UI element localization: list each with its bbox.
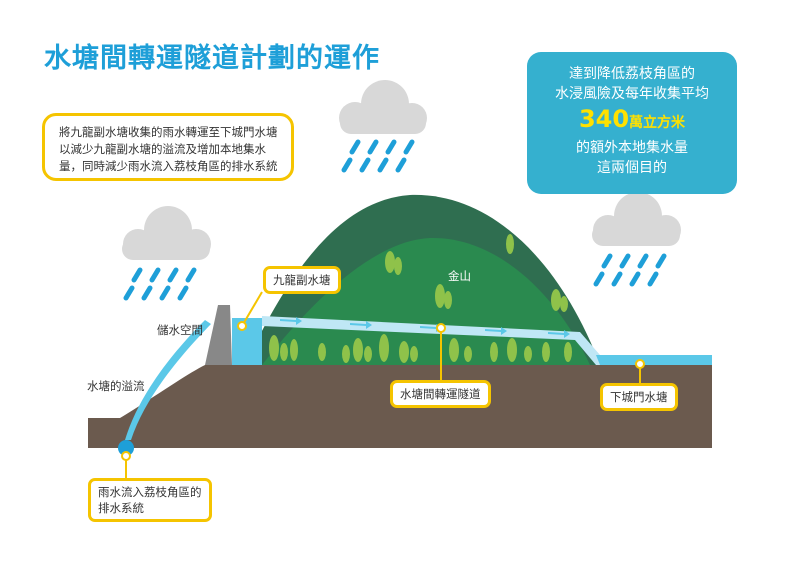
label-mountain: 金山 xyxy=(448,269,471,283)
amount-number: 340 xyxy=(578,105,630,133)
drainage-line: 排水系統 xyxy=(98,501,144,515)
label-drainage: 雨水流入荔枝角區的 排水系統 xyxy=(88,478,212,522)
goal-line: 水浸風險及每年收集平均 xyxy=(555,86,709,102)
label-overflow: 水塘的溢流 xyxy=(87,379,145,393)
tree-icons xyxy=(269,234,572,363)
cloud-icon xyxy=(592,192,681,246)
transfer-tunnel xyxy=(262,316,712,365)
rain-icon xyxy=(123,267,197,301)
dam xyxy=(205,305,232,365)
description-line: 以減少九龍副水塘的溢流及增加本地集水 xyxy=(59,142,266,156)
description-line: 量，同時減少雨水流入荔枝角區的排水系統 xyxy=(59,159,278,173)
drainage-line: 雨水流入荔枝角區的 xyxy=(98,485,202,499)
label-kowloon-byewash: 九龍副水塘 xyxy=(263,266,341,294)
description-box: 將九龍副水塘收集的雨水轉運至下城門水塘 以減少九龍副水塘的溢流及增加本地集水 量… xyxy=(42,113,294,181)
cloud-icon xyxy=(122,206,211,260)
description-line: 將九龍副水塘收集的雨水轉運至下城門水塘 xyxy=(59,125,278,139)
page-title: 水塘間轉運隧道計劃的運作 xyxy=(44,43,380,74)
label-storage: 儲水空間 xyxy=(157,323,203,337)
goal-box: 達到降低荔枝角區的 水浸風險及每年收集平均 340萬立方米 的額外本地集水量 這… xyxy=(527,52,737,194)
goal-line: 的額外本地集水量 xyxy=(576,140,688,156)
goal-line: 這兩個目的 xyxy=(597,160,667,176)
cloud-icon xyxy=(339,80,427,134)
rain-icon xyxy=(593,253,667,287)
lower-reservoir-water xyxy=(596,355,712,365)
rain-icon xyxy=(341,139,415,173)
drain-outlet xyxy=(118,440,134,456)
amount-unit: 萬立方米 xyxy=(629,115,686,131)
callout-connectors xyxy=(121,291,645,479)
goal-amount: 340萬立方米 xyxy=(527,104,737,138)
overflow-channel xyxy=(125,320,211,440)
label-tunnel: 水塘間轉運隧道 xyxy=(390,380,491,408)
upper-reservoir-water xyxy=(232,318,262,365)
label-lower-shing-mun: 下城門水塘 xyxy=(600,383,678,411)
goal-line: 達到降低荔枝角區的 xyxy=(569,66,695,82)
